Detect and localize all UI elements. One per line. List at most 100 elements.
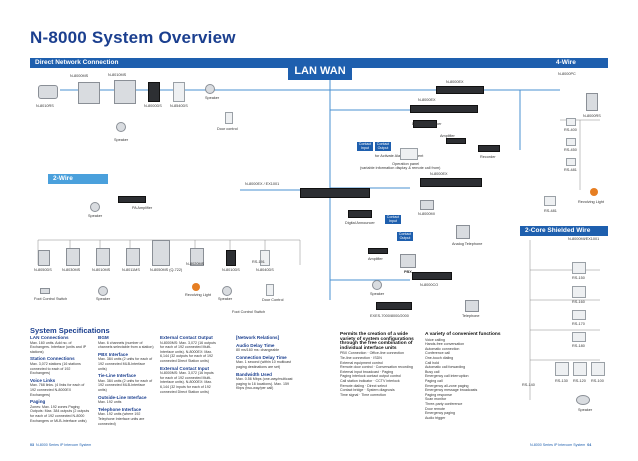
- speaker-label-d: Speaker: [370, 292, 385, 296]
- n8000ex-top-device: [410, 105, 478, 113]
- functions-heading: A variety of convenient functions: [425, 332, 501, 337]
- contact-output-b-tag: Contact Output: [397, 232, 413, 241]
- operation-panel-device: [400, 148, 418, 160]
- spec-text: N-8000MS: Max. 3,072 (16 outputs for eac…: [160, 340, 216, 363]
- specs-col-5: Permits the creation of a wide variety o…: [340, 332, 416, 397]
- function-item: Paging call: [425, 378, 443, 383]
- rs170-label: RS-170: [572, 322, 585, 326]
- rs130-device: [555, 362, 569, 376]
- door-control-label: Door control: [217, 127, 238, 131]
- n8000rs-device: [586, 93, 598, 111]
- n8000ex-sub-device: [300, 188, 370, 198]
- spec-text: Max. 384 units (2 units for each of 192 …: [98, 357, 153, 371]
- footer-left: 03 N-8000 Series IP Intercom System: [30, 443, 91, 447]
- revolving-light-label-b: Revolving Light: [185, 293, 211, 297]
- speaker-icon: [116, 122, 126, 132]
- digital-announcer-b-device: [348, 210, 372, 218]
- config-item: External equipment control: [340, 360, 383, 365]
- sub-n8050ds-label: N-8050DS: [34, 268, 52, 272]
- rs450-label: RS-450: [564, 148, 577, 152]
- rs120-label: RS-120: [573, 379, 586, 383]
- spec-heading: LAN Connections: [30, 335, 69, 340]
- two-core-bar: 2-Core Shielded Wire Connection: [520, 226, 608, 244]
- rs-box-label: RS-481: [544, 209, 557, 213]
- exes-label: EXES-7000/8000/2000: [370, 314, 409, 318]
- n8000ex-top-label: N-8000EX: [418, 98, 436, 102]
- n8540ds-device: [173, 82, 185, 102]
- n8000mi-device: [420, 200, 434, 210]
- rs450-device: [566, 138, 576, 146]
- speaker-label-c: Speaker: [88, 214, 103, 218]
- door-control-label-b: Door Control: [262, 298, 284, 302]
- rs100-device: [591, 362, 605, 376]
- n8000mi-label: N-8000MI: [418, 212, 435, 216]
- spec-heading: External Contact Input: [160, 365, 210, 371]
- speaker-icon: [576, 395, 590, 405]
- spec-heading: Telephone Interface: [98, 406, 142, 412]
- spec-heading: Paging: [30, 399, 46, 405]
- speaker-label-a: Speaker: [205, 96, 220, 100]
- two-core-label: 2-Core Shielded Wire Connection: [525, 227, 591, 244]
- amplifier-label-b: Amplifier: [368, 257, 383, 261]
- rs120-device: [573, 362, 587, 376]
- spec-heading: External Contact Output: [160, 335, 213, 340]
- left-page-number: 03: [30, 443, 34, 447]
- sub-n8011ms-label: N-8011MS: [122, 268, 140, 272]
- direct-network-label: Direct Network Connection: [35, 59, 119, 66]
- recorder-label: Recorder: [480, 155, 496, 159]
- rs150-device: [572, 262, 586, 274]
- function-item: Scan monitor: [425, 397, 447, 402]
- spec-text: Max. 160 units. Add no. of Exchangers. I…: [30, 340, 87, 354]
- footer-right: N-8000 Series IP Intercom System 04: [530, 443, 591, 447]
- function-item: Call hold: [425, 360, 439, 365]
- two-wire-label: 2-Wire Connection: [53, 175, 89, 192]
- function-item: One-touch dialing: [425, 355, 454, 360]
- spec-text: Max. 0.56 Mbps (one-way/multicast paging…: [236, 377, 293, 391]
- spec-text: Max. 6 channels (number of channels sele…: [98, 340, 154, 350]
- digital-announcer-label-a: Digital announcer: [412, 122, 442, 126]
- contact-note: for Activate Alarm equipment: [375, 154, 423, 158]
- n8050ds-device: [38, 250, 50, 266]
- speaker-label-g: Speaker: [578, 408, 593, 412]
- n8000ms-label: N-8000MS: [70, 74, 89, 78]
- function-item: Emergency all-zone paging: [425, 383, 469, 388]
- door-control-b-device: [266, 284, 274, 296]
- speaker-icon: [222, 286, 232, 296]
- n8000pc-label: N-8000PC: [558, 72, 576, 76]
- pbx-label: PBX: [404, 270, 412, 274]
- revolving-light-label: Revolving Light: [578, 200, 604, 204]
- spec-text: Max. 192 units: [98, 400, 122, 405]
- spec-heading: BGM: [98, 335, 109, 340]
- foot-control-label-a: Foot Control Switch: [34, 297, 68, 301]
- door-control-device: [225, 112, 233, 124]
- function-item: Emergency call interruption: [425, 374, 469, 379]
- revolving-light-icon: [590, 188, 598, 196]
- master-station-device: [38, 85, 58, 99]
- config-item: Call station indicator · CCTV interlock: [340, 378, 400, 383]
- rs481-label: RS-481: [564, 168, 577, 172]
- rs100-label: RS-100: [591, 379, 604, 383]
- speaker-icon: [205, 84, 215, 94]
- spec-heading: Tie-Line Interface: [98, 373, 136, 379]
- specs-title: System Specifications: [30, 326, 110, 335]
- n8010ds-device: [226, 250, 236, 266]
- config-item: External input broadcast · Paging: [340, 369, 394, 374]
- specs-col-6: A variety of convenient functions Voice …: [425, 332, 505, 420]
- foot-control-switch-device: [40, 288, 50, 294]
- n8000ms-device: [78, 82, 100, 104]
- sub-n8010ds-label: N-8010DS: [222, 268, 240, 272]
- operation-panel-label: Operation panel: [392, 162, 420, 166]
- spec-heading: PBX Interface: [98, 351, 128, 357]
- n8540ds-label: N-8540DS: [170, 104, 188, 108]
- rs160-device: [572, 286, 586, 298]
- spec-text: Max. 384 units (2 units for each of 192 …: [98, 378, 153, 392]
- spec-text: 80 ms/160 ms: changeable: [236, 348, 280, 353]
- sub-n8040ds-label: N-8040DS: [256, 268, 274, 272]
- amplifier-label-a: Amplifier: [440, 134, 455, 138]
- n8000ds-label: N-8000DS: [144, 104, 162, 108]
- n8000mi-b-label: N-8000MI/EX1001: [568, 237, 600, 241]
- digital-announcer-device: [413, 120, 437, 128]
